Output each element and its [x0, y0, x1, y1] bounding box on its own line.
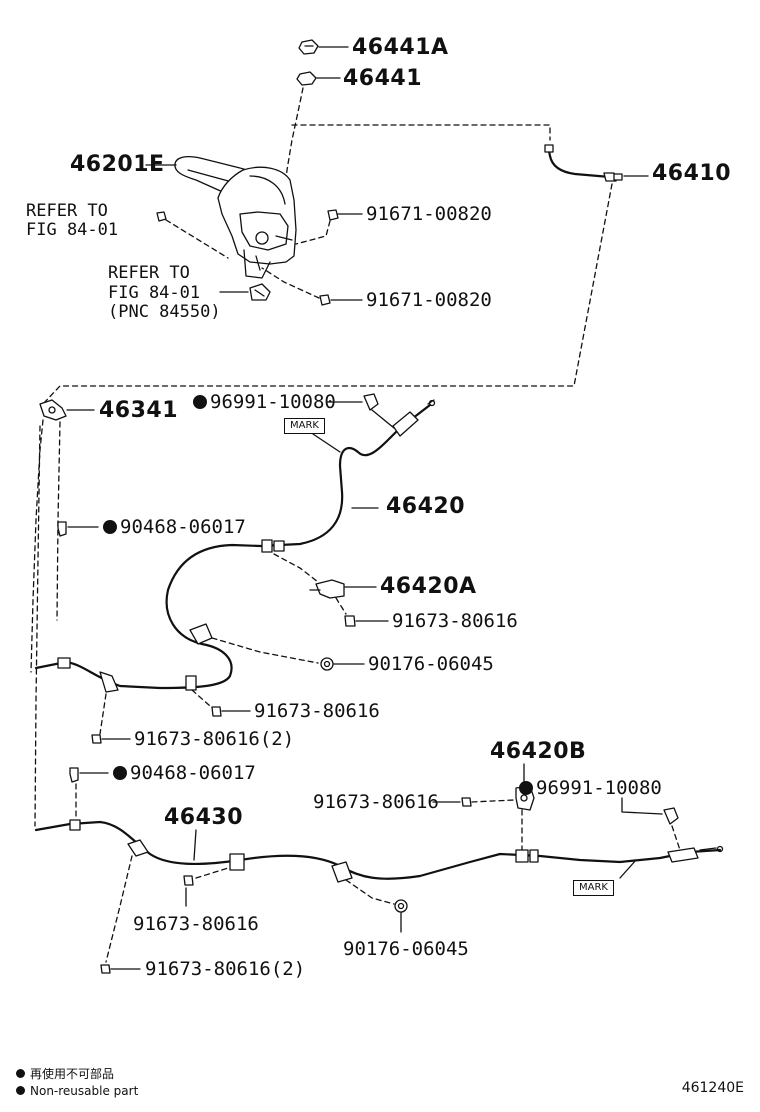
- rear-cable-46430-icon: [34, 819, 724, 883]
- part-label-96991-upper: 96991-10080: [193, 392, 336, 412]
- bolt-upper-cable-icon: [211, 706, 222, 717]
- clip-96991-upper-icon: [363, 393, 379, 411]
- part-label-91671-upper: 91671-00820: [366, 203, 492, 225]
- part-label-46441a: 46441A: [352, 35, 449, 60]
- rear-cable-46420-icon: [34, 399, 436, 693]
- non-reusable-dot-icon: [16, 1086, 25, 1095]
- part-label-46420: 46420: [386, 494, 466, 519]
- part-label-46420b: 46420B: [490, 739, 587, 764]
- part-label-46420a: 46420A: [380, 574, 477, 599]
- clip-90468-lower-icon: [69, 767, 79, 783]
- grommet-90176-lower-icon: [394, 899, 408, 913]
- front-cable-46410-icon: [544, 144, 623, 182]
- bolt-46420a-icon: [344, 615, 356, 627]
- equalizer-46341-icon: [39, 399, 67, 421]
- part-label-96991-lower: 96991-10080: [519, 778, 662, 798]
- part-label-91673-upper-cable-2: 91673-80616(2): [134, 728, 295, 750]
- part-number-90468-upper: 90468-06017: [120, 516, 246, 538]
- non-reusable-dot-icon: [519, 781, 533, 795]
- bracket-46420a-icon: [309, 579, 345, 599]
- non-reusable-dot-icon: [103, 520, 117, 534]
- clip-90468-upper-icon: [57, 521, 67, 537]
- part-label-90468-upper: 90468-06017: [103, 517, 246, 537]
- part-number-96991-upper: 96991-10080: [210, 391, 336, 413]
- part-label-91673-46420a: 91673-80616: [392, 610, 518, 632]
- refer-note-2-line2: FIG 84-01: [108, 283, 201, 303]
- part-label-46410: 46410: [652, 161, 732, 186]
- part-label-46441: 46441: [343, 66, 423, 91]
- mark-callout-lower: MARK: [573, 880, 614, 896]
- mark-callout-upper: MARK: [284, 418, 325, 434]
- grommet-90176-upper-icon: [320, 657, 334, 671]
- refer-note-2-line1: REFER TO: [108, 263, 190, 283]
- bolt-upper-cable-2-icon: [91, 734, 102, 744]
- non-reusable-dot-icon: [16, 1069, 25, 1078]
- part-label-91671-lower: 91671-00820: [366, 289, 492, 311]
- part-label-46341: 46341: [99, 398, 179, 423]
- bolt-lower-cable-icon: [183, 875, 194, 886]
- bolt-lower-right-icon: [319, 294, 331, 306]
- legend-line-japanese: 再使用不可部品: [16, 1066, 114, 1082]
- part-label-91673-lower-cable: 91673-80616: [133, 913, 259, 935]
- bracket-84550-icon: [249, 283, 271, 301]
- non-reusable-dot-icon: [113, 766, 127, 780]
- part-label-90176-upper: 90176-06045: [368, 653, 494, 675]
- part-label-90176-lower: 90176-06045: [343, 938, 469, 960]
- part-number-96991-lower: 96991-10080: [536, 777, 662, 799]
- part-label-91673-upper-cable: 91673-80616: [254, 700, 380, 722]
- part-label-46201e: 46201E: [70, 152, 165, 177]
- part-label-91673-46420b: 91673-80616: [313, 791, 439, 813]
- non-reusable-dot-icon: [193, 395, 207, 409]
- part-label-91673-lower-cable-2: 91673-80616(2): [145, 958, 306, 980]
- nut-46441-icon: [296, 71, 317, 86]
- part-label-46430: 46430: [164, 805, 244, 830]
- legend-text-japanese: 再使用不可部品: [30, 1067, 115, 1081]
- refer-note-1-line2: FIG 84-01: [26, 220, 119, 240]
- clip-96991-lower-icon: [663, 807, 679, 825]
- refer-note-2-line3: (PNC 84550): [108, 302, 221, 322]
- bolt-lower-cable-2-icon: [100, 964, 111, 974]
- parking-brake-lever-icon: [174, 156, 297, 279]
- bolt-upper-right-icon: [327, 209, 339, 221]
- diagram-id: 461240E: [681, 1080, 744, 1096]
- legend-text-english: Non-reusable part: [30, 1084, 139, 1098]
- nut-46441a-icon: [298, 39, 319, 55]
- bolt-46420b-icon: [461, 797, 472, 807]
- part-label-90468-lower: 90468-06017: [113, 763, 256, 783]
- part-number-90468-lower: 90468-06017: [130, 762, 256, 784]
- legend-line-english: Non-reusable part: [16, 1083, 138, 1099]
- bolt-upper-left-icon: [156, 211, 167, 222]
- refer-note-1-line1: REFER TO: [26, 201, 108, 221]
